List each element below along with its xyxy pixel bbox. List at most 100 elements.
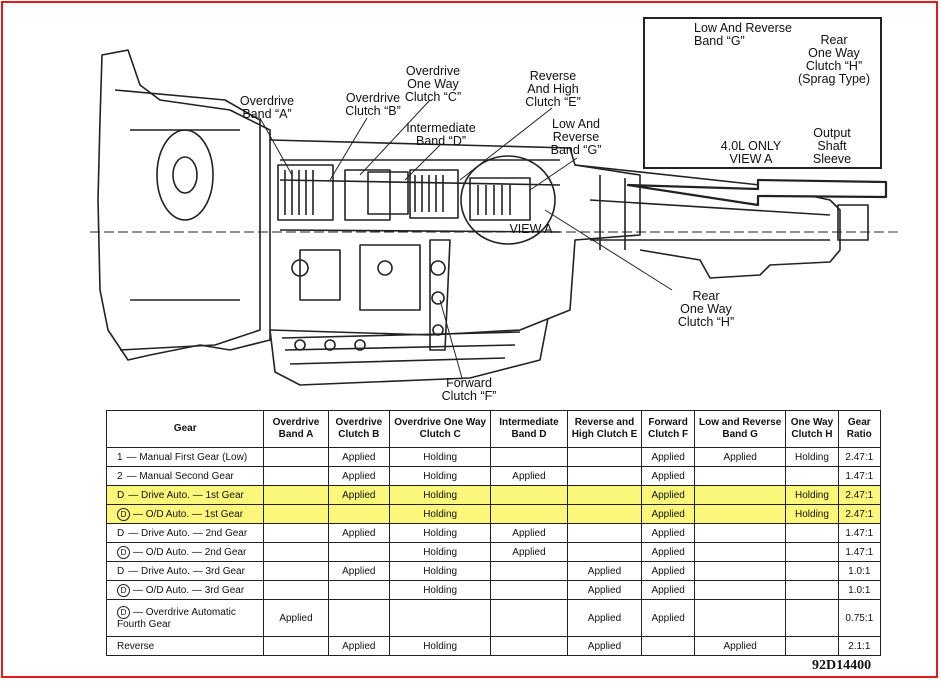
gear-symbol: D	[117, 489, 125, 501]
gear-name: — O/D Auto. — 3rd Gear	[133, 584, 245, 596]
table-cell: Applied	[327, 447, 391, 467]
table-cell	[327, 599, 391, 637]
table-cell: Holding	[785, 504, 839, 524]
table-cell	[693, 599, 787, 637]
table-cell: 1.47:1	[837, 466, 882, 486]
gear-symbol: 2	[117, 470, 123, 482]
gear-symbol: D	[117, 527, 125, 539]
table-cell: 2.47:1	[837, 447, 882, 467]
table-cell: 1.47:1	[837, 523, 882, 543]
header-intermediate-band-d: Intermediate Band D	[490, 410, 568, 448]
table-cell: Applied	[641, 523, 695, 543]
circled-gear-symbol: D	[117, 545, 130, 559]
inset-view-a	[643, 17, 882, 169]
gear-cell: Reverse	[105, 636, 265, 656]
table-cell: Applied	[490, 523, 568, 543]
gear-symbol: 1	[117, 451, 123, 463]
table-cell	[566, 466, 643, 486]
table-cell: Applied	[566, 580, 643, 600]
gear-cell: D— Drive Auto. — 1st Gear	[105, 485, 265, 505]
gear-name: — Drive Auto. — 2nd Gear	[128, 527, 248, 539]
gear-cell: D— O/D Auto. — 3rd Gear	[105, 580, 265, 600]
table-cell: Holding	[388, 485, 492, 505]
table-cell: Applied	[327, 636, 391, 656]
table-cell	[566, 447, 643, 467]
gear-name: — Manual First Gear (Low)	[126, 451, 248, 463]
table-cell: 1.0:1	[837, 580, 882, 600]
circled-gear-symbol: D	[117, 583, 130, 597]
table-cell: Applied	[693, 636, 787, 656]
header-gear-ratio: Gear Ratio	[837, 410, 882, 448]
table-cell: Holding	[388, 447, 492, 467]
table-cell	[785, 636, 839, 656]
table-cell: Applied	[641, 599, 695, 637]
table-row: D— O/D Auto. — 1st Gear Holding Applied Hol…	[105, 504, 882, 524]
table-cell	[490, 580, 568, 600]
circled-gear-symbol: D	[117, 606, 130, 619]
gear-application-table: Gear Overdrive Band A Overdrive Clutch B…	[105, 410, 882, 656]
table-cell	[327, 504, 391, 524]
table-cell	[785, 599, 839, 637]
table-cell: Holding	[785, 485, 839, 505]
table-cell: Applied	[490, 542, 568, 562]
table-cell: Applied	[566, 561, 643, 581]
gear-cell: 2— Manual Second Gear	[105, 466, 265, 486]
table-cell: Applied	[327, 466, 391, 486]
header-overdrive-band-a: Overdrive Band A	[263, 410, 329, 448]
header-one-way-clutch-h: One Way Clutch H	[785, 410, 839, 448]
header-gear: Gear	[105, 410, 265, 448]
table-cell: Applied	[263, 599, 329, 637]
gear-cell: 1— Manual First Gear (Low)	[105, 447, 265, 467]
table-cell	[785, 580, 839, 600]
table-cell	[785, 523, 839, 543]
table-cell	[566, 523, 643, 543]
table-cell	[566, 504, 643, 524]
table-cell: Applied	[641, 504, 695, 524]
gear-name: — O/D Auto. — 1st Gear	[133, 508, 244, 520]
table-cell	[785, 561, 839, 581]
table-cell: 0.75:1	[837, 599, 882, 637]
gear-name: — Overdrive Automatic Fourth Gear	[117, 607, 236, 630]
table-cell: Applied	[641, 580, 695, 600]
table-cell: Applied	[327, 485, 391, 505]
table-cell: Holding	[388, 466, 492, 486]
table-cell: Holding	[388, 504, 492, 524]
table-cell	[490, 447, 568, 467]
table-cell: Applied	[641, 561, 695, 581]
table-cell: Applied	[641, 466, 695, 486]
table-cell	[327, 580, 391, 600]
table-cell: Holding	[388, 542, 492, 562]
table-cell: 2.47:1	[837, 485, 882, 505]
table-cell	[263, 580, 329, 600]
table-cell	[693, 580, 787, 600]
gear-name: — Manual Second Gear	[126, 470, 234, 482]
table-cell	[785, 542, 839, 562]
circled-gear-symbol: D	[117, 507, 130, 521]
table-cell: Holding	[388, 580, 492, 600]
table-cell: Applied	[641, 542, 695, 562]
header-forward-clutch-f: Forward Clutch F	[641, 410, 695, 448]
gear-name: — O/D Auto. — 2nd Gear	[133, 546, 247, 558]
table-cell: Holding	[388, 561, 492, 581]
gear-cell: D— Overdrive Automatic Fourth Gear	[105, 599, 265, 637]
table-cell: Holding	[388, 636, 492, 656]
header-reverse-high-clutch-e: Reverse and High Clutch E	[566, 410, 643, 448]
table-cell	[263, 523, 329, 543]
table-cell	[327, 542, 391, 562]
gear-symbol: D	[117, 565, 125, 577]
table-cell	[490, 504, 568, 524]
